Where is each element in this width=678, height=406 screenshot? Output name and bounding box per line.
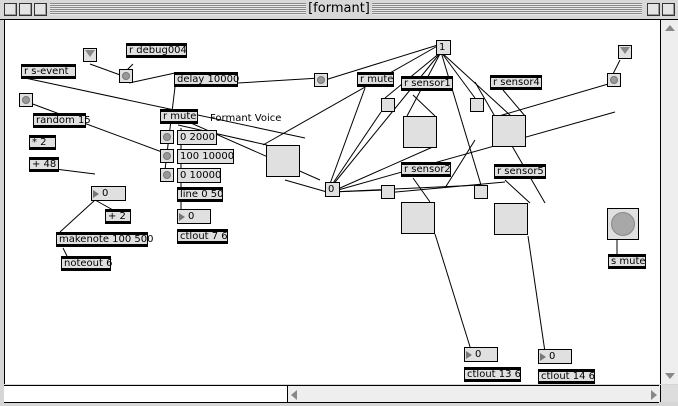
receive-mute-object[interactable]: r mute [160, 109, 198, 124]
patch-cord [326, 51, 442, 193]
patch-cord [59, 199, 96, 233]
multiply-object[interactable]: * 2 [29, 135, 56, 150]
toggle[interactable] [381, 98, 395, 112]
receive-sensor5-object[interactable]: r sensor5 [494, 164, 546, 179]
gate-switch-icon[interactable] [401, 202, 435, 234]
number-box[interactable]: 0 [177, 209, 211, 224]
close-box-icon[interactable] [4, 3, 17, 16]
zoom-box-icon[interactable] [647, 3, 660, 16]
gate-switch-icon[interactable] [494, 203, 528, 235]
patch-cord [440, 51, 482, 186]
patch-cord [24, 77, 306, 139]
bang-button[interactable] [314, 73, 328, 87]
bang-button[interactable] [19, 93, 33, 107]
patch-cord [29, 102, 171, 156]
patch-cord [440, 51, 476, 99]
message-box[interactable]: 100 10000 [177, 149, 234, 164]
gate-switch-icon[interactable] [403, 116, 437, 148]
receive-mute-object[interactable]: r mute [357, 72, 394, 87]
scroll-up-arrow-icon[interactable] [665, 25, 675, 31]
receive-debug-object[interactable]: r debug004 [126, 43, 187, 58]
mouse-icon[interactable] [34, 3, 47, 16]
lock-icon[interactable] [19, 3, 32, 16]
patch-cord [612, 59, 621, 75]
receive-event-object[interactable]: r s-event [21, 64, 76, 79]
bang-button[interactable] [160, 168, 174, 182]
toggle[interactable] [474, 185, 488, 199]
number-box[interactable]: 0 [464, 347, 498, 362]
patch-cord [444, 139, 476, 189]
gate-switch-icon[interactable] [492, 115, 526, 147]
add-object[interactable]: + 48 [29, 157, 59, 172]
window-title: [formant] [306, 1, 372, 16]
patch-cord [94, 199, 114, 211]
patch-cord [326, 87, 366, 193]
scroll-left-arrow-icon[interactable] [291, 390, 297, 400]
bang-button[interactable] [607, 73, 621, 87]
patcher-canvas[interactable]: r debug004 r s-event random 15 * 2 + 48 … [4, 20, 661, 384]
formant-voice-comment: Formant Voice [210, 113, 282, 124]
makenote-object[interactable]: makenote 100 500 [56, 232, 154, 247]
patch-cord [330, 111, 616, 193]
patch-cord [330, 145, 436, 193]
ctlout-object[interactable]: ctlout 13 6 [464, 367, 521, 382]
receive-sensor2-object[interactable]: r sensor2 [401, 162, 451, 177]
patch-cord [326, 111, 382, 193]
patch-cord [502, 89, 526, 117]
patch-cord [262, 43, 442, 146]
patch-cord [527, 235, 546, 353]
message-box[interactable]: 0 10000 [177, 168, 221, 183]
noteout-object[interactable]: noteout 6 [61, 256, 112, 271]
send-mute-object[interactable]: s mute [608, 254, 646, 269]
toggle[interactable] [470, 98, 484, 112]
patch-cord [412, 94, 436, 117]
patch-cord [284, 179, 328, 193]
patch-cords [24, 43, 621, 353]
large-bang-button[interactable] [607, 208, 639, 240]
patch-cord [498, 81, 616, 117]
horizontal-scrollbar[interactable] [4, 385, 660, 403]
vertical-scrollbar[interactable] [660, 20, 678, 384]
patch-cord [504, 179, 531, 204]
ctlout-object[interactable]: ctlout 7 6 [177, 229, 228, 244]
title-bar[interactable]: [formant] [0, 0, 678, 20]
add-object[interactable]: + 2 [105, 209, 131, 224]
ctlout-object[interactable]: ctlout 14 6 [538, 369, 595, 384]
patch-cord [324, 43, 442, 81]
inlet-icon[interactable] [618, 45, 632, 59]
gate-switch-icon[interactable] [266, 145, 300, 177]
scroll-right-arrow-icon[interactable] [651, 390, 657, 400]
inlet-icon[interactable] [83, 48, 97, 62]
patch-cord [62, 247, 68, 257]
random-object[interactable]: random 15 [33, 113, 91, 128]
patch-cord [177, 124, 268, 146]
number-box[interactable]: 0 [538, 349, 572, 364]
bang-button[interactable] [160, 149, 174, 163]
toggle[interactable] [381, 185, 395, 199]
message-box[interactable]: 0 2000 [177, 130, 217, 145]
patch-cord [434, 233, 472, 351]
collapse-box-icon[interactable] [662, 3, 675, 16]
message-box-one[interactable]: 1 [436, 40, 451, 55]
delay-object[interactable]: delay 10000 [174, 72, 239, 87]
line-object[interactable]: line 0 50 [177, 187, 224, 202]
patch-cord [89, 63, 124, 77]
resize-grip-icon[interactable] [660, 385, 678, 402]
number-box[interactable]: 0 [91, 186, 126, 201]
bang-button[interactable] [119, 69, 133, 83]
scroll-down-arrow-icon[interactable] [665, 373, 675, 379]
patch-cord [128, 72, 176, 84]
patch-cord [237, 77, 321, 84]
receive-sensor4-object[interactable]: r sensor4 [490, 75, 542, 90]
patch-cord [384, 51, 442, 99]
receive-sensor1-object[interactable]: r sensor1 [401, 76, 453, 91]
patch-cord [412, 177, 431, 203]
bang-button[interactable] [160, 130, 174, 144]
message-box-zero[interactable]: 0 [325, 182, 340, 197]
